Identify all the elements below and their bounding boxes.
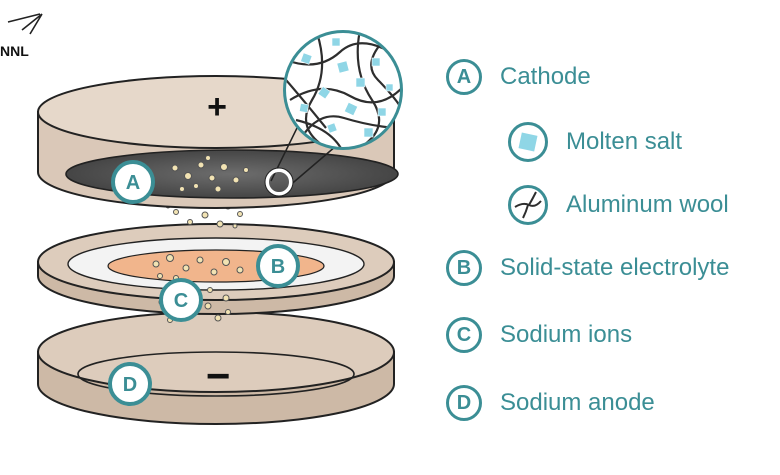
legend-label-sodium-ions: Sodium ions — [500, 321, 633, 348]
legend-badge-b: B — [446, 250, 482, 286]
legend-label-electrolyte: Solid-state electrolyte — [500, 254, 730, 281]
legend-item-electrolyte: B Solid-state electrolyte — [446, 250, 729, 286]
marker-d-letter: D — [123, 374, 137, 396]
marker-c: C — [159, 278, 203, 322]
legend-badge-d: D — [446, 385, 482, 421]
legend-label-cathode: Cathode — [500, 63, 591, 90]
legend-label-aluminum-wool: Aluminum wool — [566, 191, 729, 218]
marker-a: A — [111, 160, 155, 204]
anode-minus-sign: − — [206, 352, 231, 399]
legend-badge-c: C — [446, 317, 482, 353]
pnnl-logo: NNL — [0, 13, 43, 59]
cathode-plus-sign: + — [207, 88, 227, 126]
aluminum-wool-icon — [508, 185, 548, 225]
logo-text: NNL — [0, 43, 29, 59]
legend-item-aluminum-wool: Aluminum wool — [508, 185, 729, 225]
electrolyte-disk — [37, 223, 395, 315]
marker-c-letter: C — [174, 290, 188, 312]
legend-item-molten-salt: Molten salt — [508, 122, 682, 162]
marker-b-letter: B — [271, 256, 285, 278]
zoom-interior — [286, 33, 400, 147]
legend-label-sodium-anode: Sodium anode — [500, 389, 655, 416]
marker-a-letter: A — [126, 172, 140, 194]
molten-salt-icon — [508, 122, 548, 162]
marker-d: D — [108, 362, 152, 406]
legend-label-molten-salt: Molten salt — [566, 128, 683, 155]
zoom-callout — [264, 30, 403, 197]
legend-item-sodium-ions: C Sodium ions — [446, 317, 632, 353]
legend-item-sodium-anode: D Sodium anode — [446, 385, 655, 421]
legend-item-cathode: A Cathode — [446, 59, 591, 95]
legend-badge-a: A — [446, 59, 482, 95]
marker-b: B — [256, 244, 300, 288]
